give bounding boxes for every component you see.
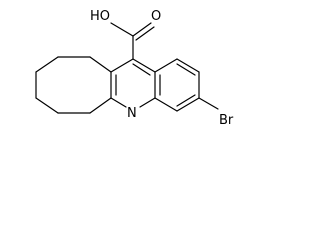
bromine-label: Br: [219, 113, 234, 128]
bond-c1-c2-inner: [176, 63, 196, 76]
bond-c1-c2: [176, 58, 200, 73]
bond-c10a-c11: [132, 58, 156, 73]
bond-carbonyl-double-a: [132, 22, 152, 37]
chemical-structure-figure: HO O N Br: [35, 9, 234, 128]
bond-carboxyl-to-oh: [110, 22, 134, 37]
ring-nitrogen-label: N: [127, 106, 137, 121]
bond-c9-c8: [35, 56, 59, 73]
bond-c4-c4a: [154, 97, 178, 112]
acid-hydroxyl-label: HO: [90, 9, 110, 24]
bond-n-c4a: [139, 97, 156, 108]
bond-c11a-c10: [89, 56, 112, 73]
bond-c3-br: [198, 97, 219, 110]
bond-carbonyl-double-b: [135, 26, 155, 41]
bond-c7-c6: [35, 97, 59, 114]
bond-c3-c4: [176, 97, 200, 112]
bond-c10a-c1: [154, 58, 178, 73]
structure-diagram: HO O N Br: [35, 9, 234, 128]
bond-c3-c4-inner: [176, 94, 196, 107]
carbonyl-oxygen-label: O: [151, 9, 161, 24]
bond-c11-c11a: [110, 58, 134, 73]
bond-c5-c5a: [89, 97, 112, 114]
bond-c5a-n: [110, 97, 127, 108]
bond-c10a-c11-inner: [132, 63, 151, 76]
